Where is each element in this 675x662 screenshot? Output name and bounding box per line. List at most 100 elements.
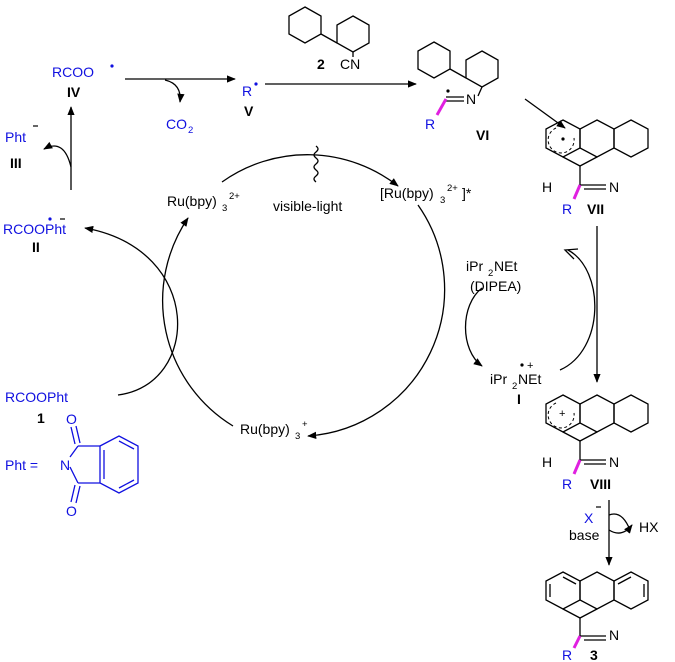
v-alkyl-radical: R V bbox=[242, 82, 258, 119]
radical-dot bbox=[254, 82, 258, 86]
prod-r-label: R bbox=[562, 647, 572, 662]
dipea-name: (DIPEA) bbox=[470, 278, 521, 294]
iv-carboxyl-radical: RCOO IV bbox=[52, 64, 114, 100]
pht-eq-label: Pht = bbox=[5, 457, 38, 473]
svg-text:X: X bbox=[584, 510, 594, 526]
benzene-ring bbox=[336, 15, 370, 53]
svg-text:+: + bbox=[302, 419, 308, 430]
svg-text:]*: ]* bbox=[462, 185, 472, 201]
vii-h-label: H bbox=[542, 179, 552, 195]
r-radical-label: R bbox=[242, 83, 252, 99]
pht-o2-label: O bbox=[66, 503, 77, 519]
benzene-ring bbox=[613, 571, 649, 610]
svg-text:+: + bbox=[527, 360, 533, 372]
three-label: 3 bbox=[590, 647, 598, 662]
svg-text:2+: 2+ bbox=[447, 183, 458, 194]
svg-text:Ru(bpy): Ru(bpy) bbox=[240, 421, 290, 437]
co2-label: CO 2 bbox=[166, 116, 193, 136]
rcoo-radical-label: RCOO bbox=[52, 64, 94, 80]
vi-n-label: N bbox=[466, 91, 476, 107]
vii-label: VII bbox=[587, 201, 604, 217]
viii-r-label: R bbox=[562, 476, 572, 492]
benzene-ring bbox=[465, 50, 499, 88]
rcoopht-label: RCOOPht bbox=[5, 389, 68, 405]
ii-label: II bbox=[32, 239, 40, 255]
pht-n-label: N bbox=[60, 457, 70, 473]
amine-oxidation-arc bbox=[559, 249, 596, 371]
set-to-substrate-arrow bbox=[84, 225, 179, 396]
hx-release-arrow bbox=[608, 524, 633, 534]
central-ring bbox=[579, 571, 615, 610]
svg-text:3: 3 bbox=[440, 195, 445, 206]
iii-phthalimide-anion: Pht III bbox=[5, 125, 38, 171]
svg-text:[Ru(bpy): [Ru(bpy) bbox=[380, 185, 434, 201]
v-label: V bbox=[244, 103, 254, 119]
svg-text:3: 3 bbox=[295, 431, 300, 442]
benzene-ring bbox=[613, 119, 649, 158]
svg-text:iPr: iPr bbox=[466, 258, 483, 274]
radical-dot bbox=[446, 89, 450, 93]
pht-anion-label: Pht bbox=[5, 129, 26, 145]
vii-cyclized-radical: H N R VII bbox=[542, 119, 649, 217]
r-bond bbox=[572, 184, 582, 200]
pht-o1-label: O bbox=[66, 411, 77, 427]
central-ring bbox=[579, 394, 615, 433]
pht-loss-arrow bbox=[43, 141, 72, 168]
vi-label: VI bbox=[476, 127, 489, 143]
radical-dot bbox=[520, 363, 524, 367]
svg-text:2: 2 bbox=[512, 381, 517, 392]
co2-loss-arrow bbox=[164, 79, 185, 103]
viii-label: VIII bbox=[590, 476, 611, 492]
vi-r-label: R bbox=[425, 116, 435, 132]
viii-n-label: N bbox=[609, 454, 619, 470]
radical-dot bbox=[110, 64, 114, 68]
svg-text:iPr: iPr bbox=[490, 371, 507, 387]
radical-dot bbox=[48, 217, 52, 221]
base-label: base bbox=[569, 527, 600, 543]
ru3-catalyst: Ru(bpy) 3 + bbox=[240, 419, 308, 442]
svg-text:CO: CO bbox=[166, 116, 187, 132]
light-wave-icon bbox=[313, 145, 319, 183]
r-bond bbox=[435, 98, 448, 116]
one-label: 1 bbox=[37, 410, 45, 426]
x-anion: X bbox=[584, 506, 601, 526]
central-ring bbox=[579, 119, 615, 158]
hx-label: HX bbox=[639, 519, 659, 535]
ii-radical-anion: RCOOPht II bbox=[3, 217, 66, 255]
svg-text:2: 2 bbox=[188, 125, 193, 136]
reagent-number: 2 bbox=[317, 56, 325, 72]
svg-text:3: 3 bbox=[222, 203, 227, 214]
vii-n-label: N bbox=[609, 179, 619, 195]
benzene-ring bbox=[288, 6, 322, 44]
regeneration-arc bbox=[161, 217, 234, 427]
svg-text:NEt: NEt bbox=[518, 371, 541, 387]
vi-to-vii-arrow bbox=[524, 98, 566, 129]
benzene-ring bbox=[417, 41, 451, 79]
ru-excited-catalyst: [Ru(bpy) 3 2+ ]* bbox=[380, 183, 472, 206]
ru2-catalyst: Ru(bpy) 3 2+ bbox=[167, 191, 240, 214]
reagent-2-biphenyl: 2 CN bbox=[288, 6, 370, 72]
iii-label: III bbox=[10, 155, 22, 171]
svg-text:Ru(bpy): Ru(bpy) bbox=[167, 193, 217, 209]
prod-n-label: N bbox=[609, 627, 619, 643]
cyano-label: CN bbox=[340, 56, 360, 72]
i-amine-radical-cation: iPr 2 NEt + I bbox=[490, 360, 541, 407]
svg-text:+: + bbox=[559, 408, 565, 420]
svg-text:2+: 2+ bbox=[229, 191, 240, 202]
excitation-arc bbox=[221, 154, 399, 187]
vi-imidoyl-radical: N R VI bbox=[417, 41, 499, 143]
svg-text:2: 2 bbox=[488, 268, 493, 279]
visible-light-label: visible-light bbox=[273, 198, 342, 214]
product-3-phenanthridine: N R 3 bbox=[545, 571, 649, 662]
i-label: I bbox=[517, 391, 521, 407]
svg-text:NEt: NEt bbox=[494, 258, 517, 274]
rcoopht-radical-anion-label: RCOOPht bbox=[3, 221, 66, 237]
r-bond bbox=[572, 635, 582, 649]
substrate-1: RCOOPht 1 bbox=[5, 389, 68, 426]
vii-r-label: R bbox=[562, 201, 572, 217]
viii-cyclohexadienyl-cation: + H N R VIII bbox=[542, 394, 649, 492]
r-bond bbox=[572, 459, 582, 475]
pht-definition: Pht = N O O bbox=[5, 411, 139, 519]
amine-to-cation-arc bbox=[464, 287, 483, 367]
